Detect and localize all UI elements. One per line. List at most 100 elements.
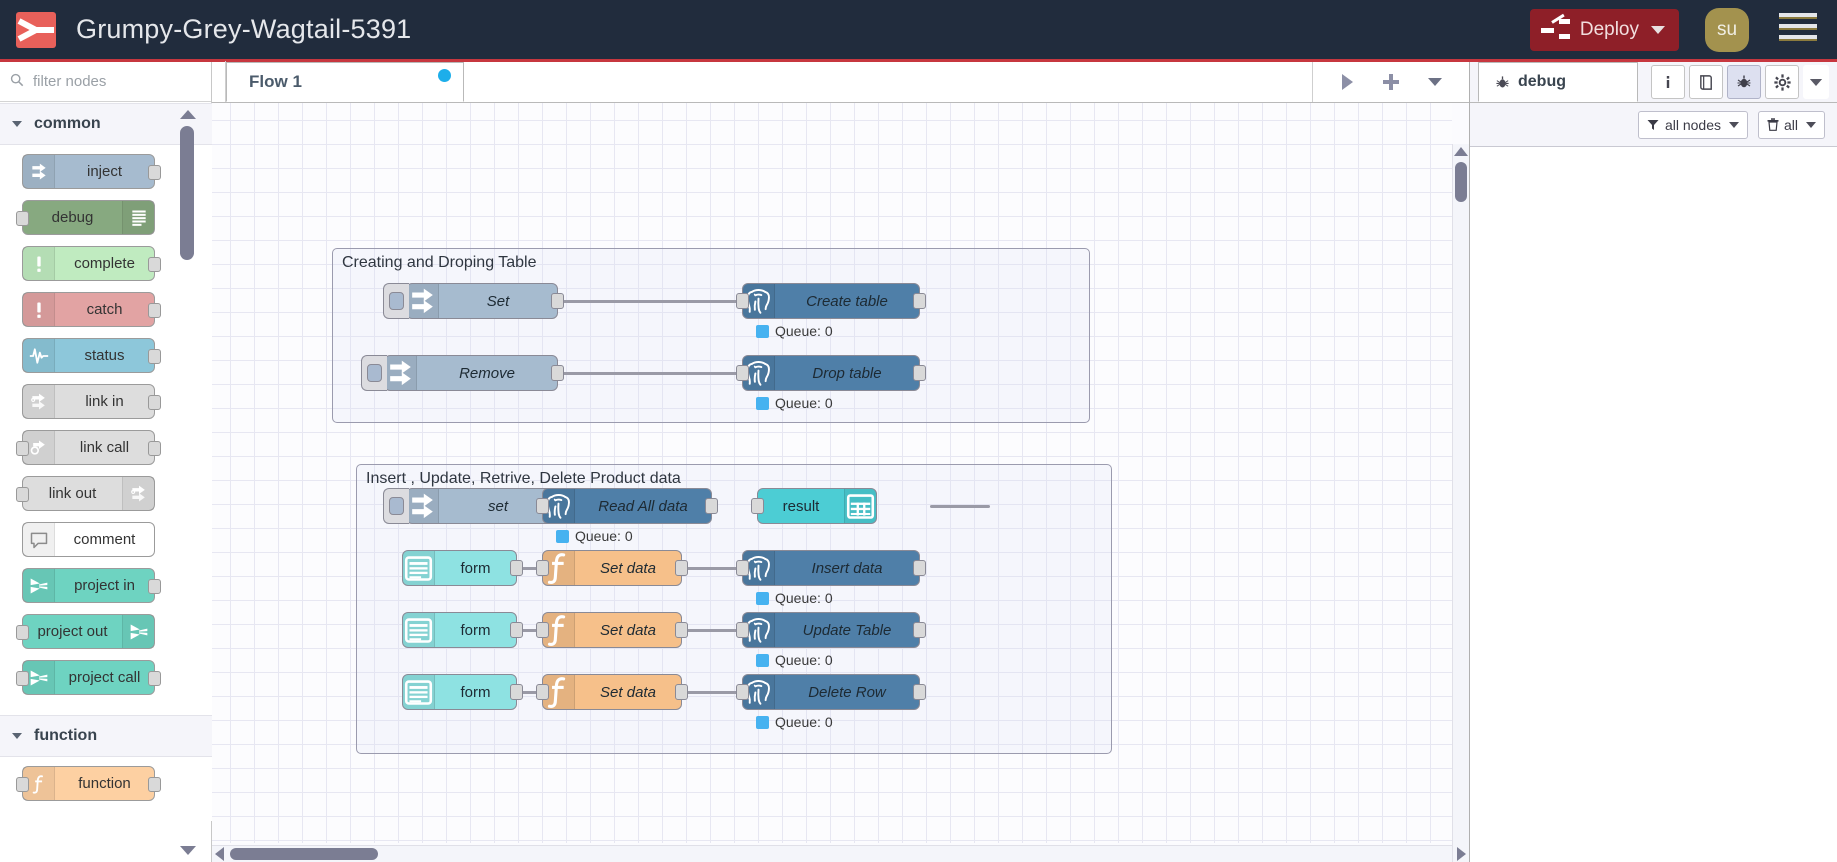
- node-output-port[interactable]: [675, 560, 688, 576]
- tab-debug[interactable]: debug: [1478, 62, 1638, 102]
- node-output-port[interactable]: [551, 293, 564, 309]
- palette-node-debug[interactable]: debug: [16, 200, 155, 235]
- flow-node-set[interactable]: Set: [383, 283, 564, 319]
- palette-node-project-in[interactable]: project in: [22, 568, 161, 603]
- flow-node-remove[interactable]: Remove: [361, 355, 564, 391]
- inject-trigger-button[interactable]: [361, 355, 387, 391]
- node-input-port[interactable]: [536, 622, 549, 638]
- node-status: Queue: 0: [756, 652, 833, 668]
- flow-node-result[interactable]: result: [751, 488, 877, 524]
- flow-node-set-data[interactable]: Set data: [536, 550, 688, 586]
- trash-icon: [1767, 118, 1779, 131]
- palette-node-inject[interactable]: inject: [22, 154, 161, 189]
- node-output-port[interactable]: [913, 560, 926, 576]
- hamburger-menu-icon[interactable]: [1779, 13, 1817, 46]
- search-input[interactable]: [31, 72, 191, 91]
- node-input-port[interactable]: [736, 293, 749, 309]
- node-output-port[interactable]: [510, 622, 523, 638]
- node-output-port[interactable]: [913, 684, 926, 700]
- palette-node-function[interactable]: function: [16, 766, 161, 801]
- debug-filter-dropdown[interactable]: all nodes: [1637, 110, 1748, 139]
- flow-node-form[interactable]: form: [402, 550, 523, 586]
- node-input-port[interactable]: [736, 684, 749, 700]
- canvas-scroll-up-arrow-icon[interactable]: [1454, 147, 1468, 156]
- canvas-scroll-left-arrow-icon[interactable]: [215, 847, 224, 861]
- canvas-horizontal-scrollbar[interactable]: [212, 845, 1466, 862]
- node-input-port[interactable]: [536, 684, 549, 700]
- flow-node-form[interactable]: form: [402, 674, 523, 710]
- form-list-icon: [403, 675, 435, 709]
- deploy-button[interactable]: Deploy: [1529, 8, 1679, 51]
- flow-node-update-table[interactable]: Update Table: [736, 612, 926, 648]
- flow-node-delete-row[interactable]: Delete Row: [736, 674, 926, 710]
- node-output-port[interactable]: [913, 365, 926, 381]
- scroll-up-arrow-icon[interactable]: [180, 110, 196, 119]
- header-actions: Deploy su: [1529, 7, 1817, 52]
- node-output-port[interactable]: [675, 684, 688, 700]
- scroll-down-arrow-icon[interactable]: [180, 846, 196, 855]
- inject-trigger-button[interactable]: [383, 283, 409, 319]
- node-input-port[interactable]: [736, 622, 749, 638]
- plus-icon[interactable]: [1369, 62, 1413, 102]
- node-output-port[interactable]: [705, 498, 718, 514]
- flow-node-drop-table[interactable]: Drop table: [736, 355, 926, 391]
- node-input-port[interactable]: [536, 560, 549, 576]
- node-output-port[interactable]: [913, 293, 926, 309]
- palette-node-label: function: [78, 775, 131, 792]
- node-input-port[interactable]: [736, 560, 749, 576]
- flow-node-set-data[interactable]: Set data: [536, 674, 688, 710]
- palette-scrollbar[interactable]: [177, 110, 197, 855]
- chevron-down-icon[interactable]: [1413, 62, 1457, 102]
- canvas-vertical-scrollbar[interactable]: [1452, 144, 1469, 862]
- flow-node-set-data[interactable]: Set data: [536, 612, 688, 648]
- help-book-icon[interactable]: [1689, 65, 1723, 99]
- palette-node-link-out[interactable]: link out: [16, 476, 155, 511]
- node-input-port[interactable]: [736, 365, 749, 381]
- palette-node-catch[interactable]: catch: [22, 292, 161, 327]
- debug-message-list[interactable]: [1470, 147, 1837, 862]
- bug-icon[interactable]: [1727, 65, 1761, 99]
- palette-node-link-in[interactable]: link in: [22, 384, 161, 419]
- node-output-port[interactable]: [510, 560, 523, 576]
- information-icon[interactable]: [1651, 65, 1685, 99]
- flow-node-insert-data[interactable]: Insert data: [736, 550, 926, 586]
- gear-icon[interactable]: [1765, 65, 1799, 99]
- palette-node-status[interactable]: status: [22, 338, 161, 373]
- palette-scroll-thumb[interactable]: [180, 126, 194, 260]
- flow-node-create-table[interactable]: Create table: [736, 283, 926, 319]
- palette-node-comment[interactable]: comment: [22, 522, 155, 557]
- flow-wire[interactable]: [657, 629, 757, 632]
- flow-wire[interactable]: [386, 372, 748, 375]
- palette-node-project-out[interactable]: project out: [16, 614, 155, 649]
- flow-wire[interactable]: [930, 505, 990, 508]
- inject-trigger-button[interactable]: [383, 488, 409, 524]
- canvas-vertical-scroll-thumb[interactable]: [1455, 162, 1467, 202]
- palette-node-project-call[interactable]: project call: [16, 660, 161, 695]
- palette-node-complete[interactable]: complete: [22, 246, 161, 281]
- palette-scroll-area[interactable]: common inject debug complete catch status link…: [0, 103, 212, 862]
- palette-category-common[interactable]: common: [0, 103, 212, 145]
- node-output-port[interactable]: [675, 622, 688, 638]
- flow-wire[interactable]: [408, 300, 748, 303]
- play-triangle-icon[interactable]: [1325, 62, 1369, 102]
- chevron-down-icon[interactable]: [1651, 25, 1665, 34]
- node-output-port[interactable]: [551, 365, 564, 381]
- flow-node-form[interactable]: form: [402, 612, 523, 648]
- canvas-scroll-right-arrow-icon[interactable]: [1457, 847, 1466, 861]
- node-input-port[interactable]: [751, 498, 764, 514]
- node-input-port[interactable]: [536, 498, 549, 514]
- flow-wire[interactable]: [657, 567, 757, 570]
- flow-wire[interactable]: [657, 691, 757, 694]
- flow-group[interactable]: Creating and Droping Table: [332, 248, 1090, 423]
- node-output-port[interactable]: [510, 684, 523, 700]
- palette-node-link-call[interactable]: link call: [16, 430, 161, 465]
- avatar[interactable]: su: [1705, 7, 1749, 52]
- debug-clear-dropdown[interactable]: all: [1757, 110, 1825, 139]
- node-output-port[interactable]: [913, 622, 926, 638]
- tab-flow-1[interactable]: Flow 1: [226, 62, 464, 102]
- chevron-down-icon[interactable]: [1803, 65, 1829, 99]
- flow-node-read-all-data[interactable]: Read All data: [536, 488, 718, 524]
- palette-category-function[interactable]: function: [0, 715, 212, 757]
- canvas-horizontal-scroll-thumb[interactable]: [230, 848, 378, 860]
